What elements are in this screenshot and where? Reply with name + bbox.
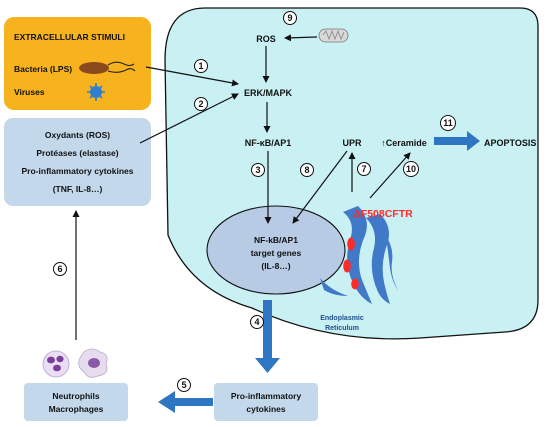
step-10: 10 [403, 161, 419, 177]
blue-arrows [158, 131, 480, 413]
virus-icon [87, 83, 105, 101]
ros-label: ROS [256, 34, 276, 44]
er-label-2: Reticulum [325, 325, 359, 332]
svg-text:8: 8 [304, 165, 309, 175]
arrow-stimuli-to-erk [145, 66, 239, 87]
step-11: 11 [440, 115, 456, 131]
svg-text:10: 10 [406, 164, 416, 174]
step-5: 5 [177, 378, 191, 392]
arrow-ceramide-to-apoptosis [434, 131, 480, 151]
step-9: 9 [283, 11, 297, 25]
mitochondrion-icon [318, 28, 349, 43]
stimuli-box [4, 17, 151, 110]
svg-text:4: 4 [254, 317, 259, 327]
svg-text:6: 6 [57, 264, 62, 274]
step-markers: 1 2 3 4 5 6 7 8 9 10 11 [53, 11, 456, 392]
immune-cells-box [24, 383, 128, 421]
viruses-label: Viruses [14, 87, 45, 97]
arrow-mito-to-ros [284, 34, 318, 42]
arrow-upr-to-nucleus [292, 150, 348, 224]
upr-label: UPR [342, 138, 362, 148]
step-1: 1 [194, 59, 208, 73]
apoptosis-label: APOPTOSIS [484, 138, 536, 148]
mediator-oxydants: Oxydants (ROS) [45, 130, 110, 140]
step-3: 3 [251, 163, 265, 177]
arrow-cytokines-to-immune [158, 391, 213, 413]
step-2: 2 [194, 97, 208, 111]
erk-mapk-label: ERK/MAPK [244, 88, 293, 98]
mediator-proteases: Protéases (elastase) [36, 148, 118, 158]
neutrophils-label: Neutrophils [52, 391, 99, 401]
svg-text:2: 2 [198, 99, 203, 109]
arrow-cell-to-cytokines [255, 300, 280, 373]
svg-text:7: 7 [361, 164, 366, 174]
step-7: 7 [357, 162, 371, 176]
cytokines-label-1: Pro-inflammatory [231, 391, 302, 401]
macrophage-icon [78, 348, 108, 378]
svg-text:5: 5 [181, 380, 186, 390]
mediators-box [4, 118, 151, 206]
svg-text:1: 1 [198, 61, 203, 71]
step-8: 8 [300, 163, 314, 177]
step-4: 4 [250, 315, 264, 329]
nucleus-label-2: target genes [251, 248, 302, 258]
mediator-tnf-il8: (TNF, IL-8…) [53, 184, 103, 194]
er-label-1: Endoplasmic [320, 315, 364, 322]
cytokines-box [214, 383, 318, 421]
stimuli-title: EXTRACELLULAR STIMULI [14, 32, 125, 42]
bacteria-label: Bacteria (LPS) [14, 64, 72, 74]
nucleus [206, 205, 346, 295]
arrow-cftr-to-ceramide [369, 152, 411, 199]
svg-text:3: 3 [255, 165, 260, 175]
svg-text:9: 9 [287, 13, 292, 23]
macrophages-label: Macrophages [49, 404, 104, 414]
nfkb-ap1-label: NF-κB/AP1 [245, 138, 292, 148]
ceramide-label: ↑Ceramide [381, 138, 427, 148]
svg-text:11: 11 [443, 118, 453, 128]
endoplasmic-reticulum [320, 206, 398, 304]
nucleus-label-3: (IL-8…) [261, 261, 290, 271]
nucleus-label-1: NF-kB/AP1 [254, 235, 298, 245]
cytokines-label-2: cytokines [246, 404, 285, 414]
step-6: 6 [53, 262, 67, 276]
arrow-mediators-to-erk [139, 93, 239, 144]
neutrophil-icon [42, 350, 70, 378]
cftr-label: ΔF508CFTR [353, 208, 413, 220]
signal-arrows [72, 34, 411, 340]
bacterium-icon [79, 61, 136, 74]
mediator-cytokines: Pro-inflammatory cytokines [22, 166, 134, 176]
